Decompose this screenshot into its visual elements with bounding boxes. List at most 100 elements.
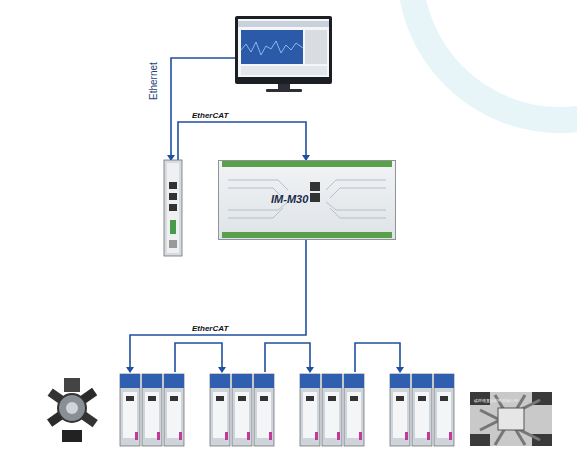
drive-face bbox=[167, 392, 181, 438]
module-port bbox=[169, 182, 177, 189]
drive-face bbox=[257, 392, 271, 438]
drive-face bbox=[325, 392, 339, 438]
monitor-frame bbox=[235, 16, 332, 84]
terminal-strip bbox=[222, 232, 392, 238]
arrow-head bbox=[306, 367, 314, 373]
network-label: Ethernet bbox=[149, 62, 159, 100]
ethernet-port bbox=[310, 182, 320, 191]
robot-hub bbox=[58, 394, 86, 422]
servo-drive bbox=[434, 374, 454, 446]
module-body bbox=[164, 160, 182, 256]
drive-top bbox=[412, 374, 432, 388]
screen-wave bbox=[241, 41, 303, 55]
drive-connector bbox=[269, 432, 272, 440]
robot-arm bbox=[47, 388, 97, 427]
drive-connector bbox=[179, 432, 182, 440]
wires bbox=[130, 58, 400, 372]
module-face bbox=[167, 163, 179, 253]
servo-drive bbox=[164, 374, 184, 446]
specimen-center bbox=[498, 408, 524, 430]
drive-face bbox=[213, 392, 227, 438]
servo-drive bbox=[210, 374, 230, 446]
model-name: IM-M30 bbox=[271, 193, 308, 205]
servo-drive bbox=[254, 374, 274, 446]
background-arc bbox=[410, 0, 577, 120]
drive-display bbox=[350, 396, 358, 401]
servo-drive bbox=[390, 374, 410, 446]
monitor-neck bbox=[278, 84, 290, 89]
specimen-photo bbox=[470, 392, 552, 446]
drive-top bbox=[142, 374, 162, 388]
arrow-head bbox=[396, 367, 404, 373]
drive-connector bbox=[427, 432, 430, 440]
controller-box: IM-M30 bbox=[218, 160, 396, 240]
ethercat-wire-2 bbox=[130, 240, 306, 372]
screen-table bbox=[241, 66, 327, 75]
drive-display bbox=[418, 396, 426, 401]
specimen-cross bbox=[470, 392, 552, 446]
chain-wire bbox=[265, 343, 310, 372]
module-port bbox=[169, 193, 177, 200]
drive-top bbox=[344, 374, 364, 388]
drive-top bbox=[390, 374, 410, 388]
screen-toolbar bbox=[238, 21, 329, 27]
arrow-head bbox=[126, 367, 134, 373]
drive-connector bbox=[157, 432, 160, 440]
drive-connector bbox=[359, 432, 362, 440]
photo-bg bbox=[470, 392, 552, 446]
drive-connector bbox=[135, 432, 138, 440]
drive-top bbox=[434, 374, 454, 388]
trace-lines bbox=[228, 180, 386, 218]
screen-panel bbox=[305, 30, 327, 64]
drive-top bbox=[300, 374, 320, 388]
chain-wire bbox=[355, 343, 400, 372]
drive-connector bbox=[405, 432, 408, 440]
module-latch bbox=[169, 240, 177, 248]
drive-display bbox=[440, 396, 448, 401]
ethernet-wire bbox=[171, 58, 235, 160]
drive-top bbox=[210, 374, 230, 388]
drive-connector bbox=[315, 432, 318, 440]
drive-top bbox=[164, 374, 184, 388]
drive-display bbox=[170, 396, 178, 401]
coupler-module bbox=[164, 160, 182, 256]
drive-display bbox=[238, 396, 246, 401]
drive-face bbox=[437, 392, 451, 438]
chain-wire bbox=[175, 343, 222, 372]
photo-caption: 碳纤维复合材料双轴拉伸 bbox=[474, 399, 518, 403]
drive-display bbox=[306, 396, 314, 401]
drive-connector bbox=[247, 432, 250, 440]
drive-display bbox=[396, 396, 404, 401]
servo-drive bbox=[142, 374, 162, 446]
drive-face bbox=[303, 392, 317, 438]
monitor bbox=[235, 16, 332, 92]
wire-heads bbox=[126, 155, 404, 373]
drive-connector bbox=[337, 432, 340, 440]
drive-top bbox=[322, 374, 342, 388]
drive-top bbox=[120, 374, 140, 388]
robot-motor bbox=[64, 378, 80, 392]
drive-face bbox=[235, 392, 249, 438]
servo-drive bbox=[232, 374, 252, 446]
drive-top bbox=[254, 374, 274, 388]
servo-drive bbox=[412, 374, 432, 446]
drive-display bbox=[216, 396, 224, 401]
drive-face bbox=[123, 392, 137, 438]
drive-display bbox=[328, 396, 336, 401]
drive-connector bbox=[449, 432, 452, 440]
servo-drive bbox=[344, 374, 364, 446]
drive-top bbox=[232, 374, 252, 388]
screen-plot bbox=[241, 30, 303, 64]
arrow-head bbox=[218, 367, 226, 373]
monitor-base bbox=[266, 89, 302, 92]
drive-display bbox=[148, 396, 156, 401]
drive-face bbox=[393, 392, 407, 438]
servo-drive bbox=[120, 374, 140, 446]
drive-display bbox=[126, 396, 134, 401]
bus-label: EtherCAT bbox=[192, 112, 228, 120]
bus-label: EtherCAT bbox=[192, 325, 228, 333]
drive-connector bbox=[225, 432, 228, 440]
servo-drive bbox=[322, 374, 342, 446]
drive-face bbox=[145, 392, 159, 438]
drive-face bbox=[415, 392, 429, 438]
